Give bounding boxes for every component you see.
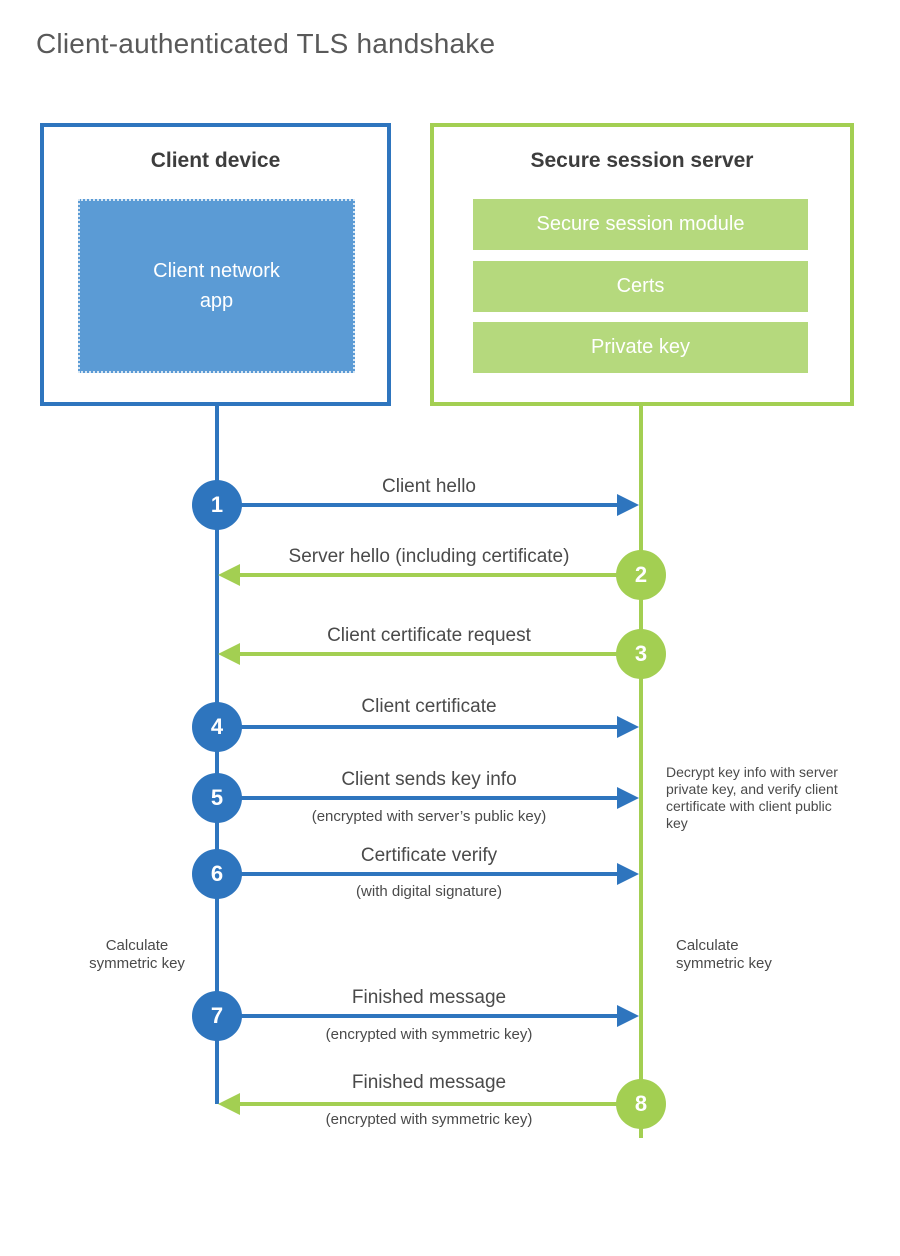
arrow-5-client-to-server [219,787,639,809]
message-5-sublabel: (encrypted with server’s public key) [311,808,547,825]
step-6-badge: 6 [192,849,242,899]
message-2-label: Server hello (including certificate) [288,546,570,567]
message-1-label: Client hello [382,476,476,497]
calculate-symmetric-key-note-server: Calculate symmetric key [676,937,772,972]
arrow-7-client-to-server [219,1005,639,1027]
message-3-label: Client certificate request [327,625,531,646]
message-8-label: Finished message [351,1072,507,1093]
arrow-6-client-to-server [219,863,639,885]
message-7-label: Finished message [351,987,507,1008]
arrow-1-client-to-server [219,494,639,516]
server-module-certs: Certs [473,261,808,312]
arrow-4-client-to-server [219,716,639,738]
client-lifeline [215,403,219,1104]
decrypt-key-note: Decrypt key info with server private key… [666,764,838,831]
message-6-label: Certificate verify [360,845,498,866]
calculate-symmetric-key-note-client: Calculate symmetric key [89,937,185,972]
server-module-secure-session: Secure session module [473,199,808,250]
server-module-private-key: Private key [473,322,808,373]
arrow-2-server-to-client [218,564,639,586]
step-7-badge: 7 [192,991,242,1041]
page-title: Client-authenticated TLS handshake [36,28,496,59]
step-3-badge: 3 [616,629,666,679]
arrow-3-server-to-client [218,643,639,665]
message-4-label: Client certificate [361,696,497,717]
client-device-title: Client device [150,149,281,172]
step-2-badge: 2 [616,550,666,600]
message-8-sublabel: (encrypted with symmetric key) [325,1111,533,1128]
step-5-badge: 5 [192,773,242,823]
step-4-badge: 4 [192,702,242,752]
server-lifeline [639,403,643,1138]
secure-session-server-title: Secure session server [530,149,754,172]
message-5-label: Client sends key info [341,769,517,790]
message-6-sublabel: (with digital signature) [356,883,502,900]
message-7-sublabel: (encrypted with symmetric key) [325,1026,533,1043]
step-8-badge: 8 [616,1079,666,1129]
client-network-app-box: Client network app [78,199,355,373]
arrow-8-server-to-client [218,1093,639,1115]
client-network-app-label: Client network app [153,260,280,312]
step-1-badge: 1 [192,480,242,530]
